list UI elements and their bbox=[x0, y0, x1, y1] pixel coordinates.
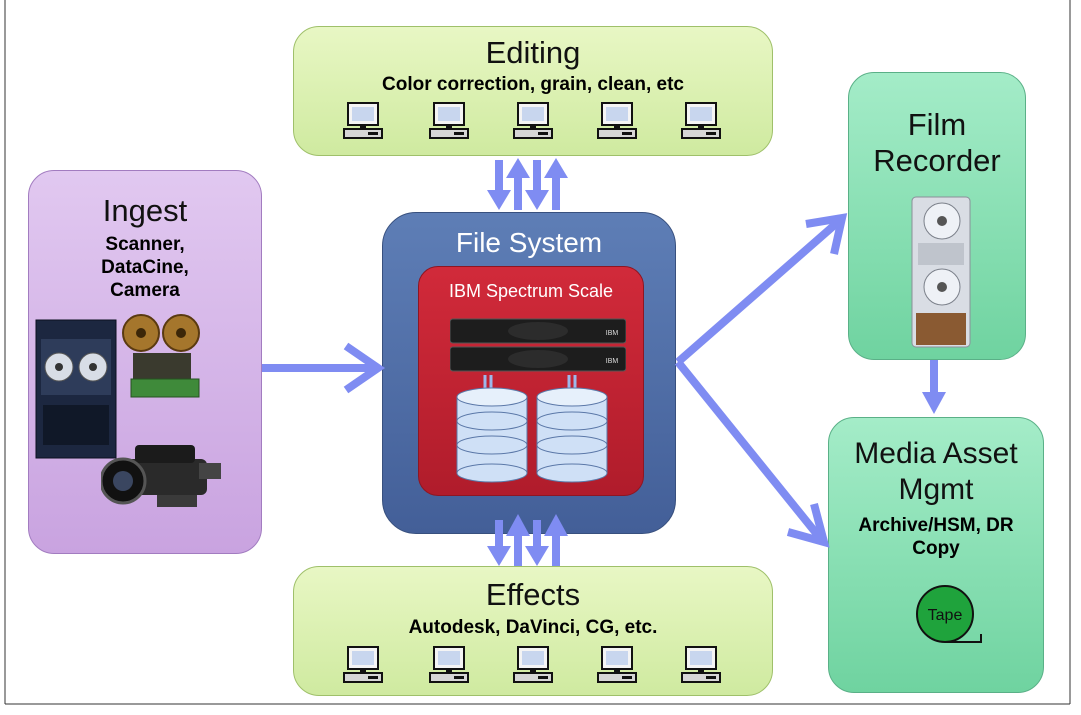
editing-subtitle: Color correction, grain, clean, etc bbox=[382, 74, 684, 95]
film-scanner-icon bbox=[35, 319, 117, 459]
ingest-subtitle-line: Camera bbox=[110, 280, 180, 301]
server-icon: IBM IBM bbox=[450, 318, 626, 372]
computer-icon bbox=[680, 645, 722, 687]
arrow-down bbox=[487, 520, 511, 566]
effects-subtitle: Autodesk, DaVinci, CG, etc. bbox=[408, 617, 658, 638]
arrow-to-media-asset bbox=[674, 359, 830, 548]
effects-title: Effects bbox=[485, 577, 581, 612]
ingest-subtitle-line: DataCine, bbox=[101, 257, 189, 278]
arrow-up bbox=[544, 514, 568, 566]
media-asset-subtitle: Archive/HSM, DR Copy bbox=[829, 514, 1043, 560]
server-brand-label: IBM bbox=[606, 358, 619, 365]
tape-label: Tape bbox=[928, 607, 963, 624]
arrow-down bbox=[525, 520, 549, 566]
tape-icon: Tape bbox=[916, 585, 982, 643]
computer-icon bbox=[512, 645, 554, 687]
editing-title: Editing bbox=[485, 35, 581, 70]
computer-icon bbox=[428, 645, 470, 687]
media-asset-title-line: Media Asset bbox=[854, 437, 1018, 470]
film-recorder-title-line: Film bbox=[907, 107, 967, 142]
effects-box: Effects Autodesk, DaVinci, CG, etc. bbox=[293, 566, 773, 696]
media-asset-title: Media Asset Mgmt bbox=[829, 436, 1043, 508]
arrow-to-film-recorder bbox=[675, 213, 848, 366]
computer-icon bbox=[680, 101, 722, 143]
media-asset-title-line: Mgmt bbox=[898, 473, 974, 506]
ingest-subtitle: Scanner, DataCine, Camera bbox=[29, 233, 261, 302]
computer-icon bbox=[342, 645, 384, 687]
ingest-subtitle-line: Scanner, bbox=[105, 234, 185, 255]
arrow-right bbox=[262, 342, 386, 394]
server-brand-label: IBM bbox=[606, 330, 619, 337]
arrow-up bbox=[506, 514, 530, 566]
reel-projector-icon bbox=[122, 314, 200, 398]
video-camera-icon bbox=[101, 445, 221, 507]
computer-icon bbox=[428, 101, 470, 143]
arrow-down bbox=[487, 160, 511, 210]
arrow-up bbox=[544, 158, 568, 210]
ingest-box: Ingest Scanner, DataCine, Camera bbox=[28, 170, 262, 554]
film-recorder-title: Film Recorder bbox=[849, 107, 1025, 179]
film-recorder-icon bbox=[911, 196, 971, 348]
computer-icon bbox=[512, 101, 554, 143]
storage-label: IBM Spectrum Scale bbox=[448, 281, 614, 301]
arrow-up bbox=[506, 158, 530, 210]
computer-icon bbox=[596, 101, 638, 143]
editing-box: Editing Color correction, grain, clean, … bbox=[293, 26, 773, 156]
computer-icon bbox=[342, 101, 384, 143]
media-asset-subtitle-line: Copy bbox=[912, 538, 960, 559]
file-system-title: File System bbox=[455, 227, 603, 258]
film-recorder-title-line: Recorder bbox=[873, 143, 1001, 178]
spectrum-scale-box: IBM Spectrum Scale IBM IBM bbox=[418, 266, 644, 496]
ingest-title: Ingest bbox=[102, 193, 188, 228]
media-asset-subtitle-line: Archive/HSM, DR bbox=[858, 515, 1014, 536]
arrow-down bbox=[922, 360, 946, 414]
disk-stack-icon bbox=[456, 375, 608, 483]
computer-icon bbox=[596, 645, 638, 687]
media-asset-box: Media Asset Mgmt Archive/HSM, DR Copy Ta… bbox=[828, 417, 1044, 693]
film-recorder-box: Film Recorder bbox=[848, 72, 1026, 360]
arrow-down bbox=[525, 160, 549, 210]
